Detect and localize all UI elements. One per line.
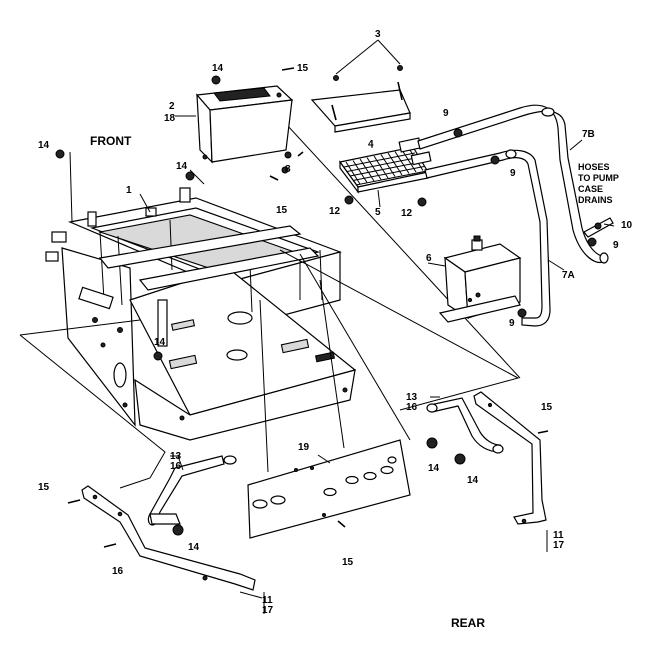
hoses-caption-1: HOSES	[578, 162, 610, 172]
cooler-plate	[310, 89, 411, 133]
callout-15-left: 15	[38, 482, 50, 493]
callout-17-left: 17	[262, 605, 274, 616]
hoses-caption-4: DRAINS	[578, 195, 613, 205]
callout-11-right: 11	[553, 530, 564, 541]
cooler-fin	[343, 152, 416, 168]
callout-4: 4	[368, 139, 374, 150]
callout-7a: 7A	[562, 270, 575, 281]
callout-8: 8	[285, 164, 291, 175]
hoses	[417, 104, 614, 327]
callout-15-right: 15	[541, 402, 553, 413]
callout-15-bottom: 15	[342, 557, 354, 568]
callout-14-c: 14	[176, 161, 188, 172]
cooler-fin	[352, 160, 368, 183]
callout-15-mid: 15	[276, 205, 288, 216]
callout-1: 1	[126, 185, 132, 196]
callout-13-right: 13	[406, 392, 418, 403]
callout-14-f: 14	[467, 475, 479, 486]
cooler-fin	[349, 161, 422, 177]
callout-2: 2	[169, 101, 175, 112]
callout-3: 3	[375, 29, 381, 40]
callout-9-right: 9	[613, 240, 619, 251]
left-rail	[81, 485, 256, 591]
cooler-fin	[355, 170, 428, 186]
cooler-fin	[352, 166, 425, 181]
right-rail	[473, 391, 547, 525]
hoses-caption-2: TO PUMP	[578, 173, 619, 183]
callout-16-bottom: 16	[112, 566, 124, 577]
cooler-fin	[346, 157, 419, 172]
labels: FRONT REAR HOSES TO PUMP CASE DRAINS 1 2…	[38, 29, 633, 630]
cooler-fin	[359, 158, 375, 182]
callout-17-right: 17	[553, 540, 565, 551]
callout-9-mid: 9	[510, 168, 516, 179]
callout-19: 19	[298, 442, 310, 453]
center-plate	[247, 439, 411, 539]
oil-cooler	[338, 137, 432, 194]
callout-10: 10	[621, 220, 633, 231]
callout-12-right: 12	[401, 208, 413, 219]
callout-14-d: 14	[154, 337, 166, 348]
rear-caption: REAR	[451, 616, 485, 630]
callout-5: 5	[375, 207, 381, 218]
callout-7b: 7B	[582, 129, 595, 140]
callout-9-low: 9	[509, 318, 515, 329]
callout-15-top: 15	[297, 63, 309, 74]
projection-lines	[19, 111, 521, 489]
callout-14-b: 14	[212, 63, 224, 74]
callout-11-left: 11	[262, 595, 273, 606]
hoses-caption-3: CASE	[578, 184, 603, 194]
callout-12-left: 12	[329, 206, 341, 217]
left-arm	[147, 455, 237, 526]
callout-14-a: 14	[38, 140, 50, 151]
callout-16-left: 16	[170, 461, 182, 472]
callout-9-top: 9	[443, 108, 449, 119]
callout-18: 18	[164, 113, 176, 124]
right-arm	[426, 397, 504, 454]
main-frame	[45, 187, 357, 441]
callout-13-left: 13	[170, 451, 182, 462]
reservoir-tank	[438, 235, 522, 323]
front-caption: FRONT	[90, 134, 132, 148]
top-bracket	[195, 85, 294, 164]
callout-14-e: 14	[428, 463, 440, 474]
fasteners	[55, 39, 615, 614]
callout-16-right: 16	[406, 402, 418, 413]
callout-6: 6	[426, 253, 432, 264]
callout-14-g: 14	[188, 542, 200, 553]
